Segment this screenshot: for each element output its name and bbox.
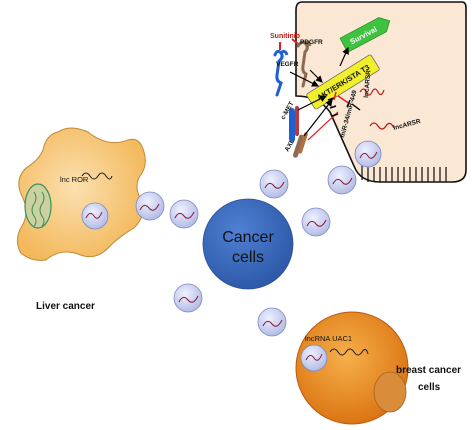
- mirna-inhibit-akt: [333, 91, 351, 105]
- exosome-vesicle: [259, 169, 289, 199]
- vegfr-to-akt-arrow: [289, 71, 320, 87]
- sunitinib-label: Sunitinib: [270, 33, 300, 40]
- liver-cancer-cell: [16, 127, 146, 261]
- cancer-cells-label-line2: cells: [232, 249, 264, 266]
- membrane-fringe: [361, 164, 447, 182]
- axl-to-akt-arrow: [303, 99, 333, 137]
- exosome-vesicle: [169, 199, 199, 229]
- exosome-vesicle: [135, 191, 165, 221]
- breast-lnc-squiggle: [329, 348, 369, 356]
- cmet-to-akt-arrow: [297, 95, 328, 111]
- exosome-vesicle: [354, 140, 382, 168]
- breast-lnc-label: lncRNA UAC1: [305, 334, 352, 343]
- exosome-vesicle: [257, 307, 287, 337]
- lncarsr-red-arrow: [307, 111, 339, 141]
- breast-cancer-label-line1: breast cancer: [396, 365, 461, 376]
- cmet-receptor-icon: [289, 106, 299, 142]
- vegfr-label: VEGFR: [276, 61, 299, 68]
- axl-receptor-icon: [293, 132, 308, 158]
- pdgfr-to-akt-arrow: [309, 69, 323, 83]
- pdgfr-label: PDGFR: [300, 39, 323, 46]
- akt-to-survival-arrow: [339, 46, 349, 67]
- liver-lncror-squiggle: [81, 172, 113, 180]
- mirna-inhibit-marks: [327, 97, 339, 117]
- lncarsr-inner-squiggle: [359, 88, 385, 96]
- lncarsr-inhibit-mirna: [346, 99, 361, 111]
- liver-lncror-label: lnc ROR: [60, 175, 89, 184]
- central-cancer-cell: [202, 198, 294, 290]
- target-cell: [295, 1, 467, 183]
- liver-inner-vesicle: [81, 202, 109, 230]
- lncarsr-outer-squiggle: [369, 122, 395, 130]
- breast-cancer-cell: [295, 311, 409, 425]
- breast-cancer-label-line2: cells: [418, 382, 441, 393]
- liver-cancer-label: Liver cancer: [36, 301, 95, 312]
- pdgfr-receptor-icon: [296, 40, 312, 88]
- breast-nucleus: [373, 371, 407, 413]
- exosome-vesicle: [173, 283, 203, 313]
- exosome-vesicle: [327, 165, 357, 195]
- sunitinib-inhibit-right: [291, 38, 299, 45]
- lncarsr-inner-label: lncARSR: [363, 70, 372, 99]
- exosome-vesicle: [301, 207, 331, 237]
- cancer-cells-label-line1: Cancer: [222, 229, 274, 246]
- vegfr-receptor-icon: [273, 49, 289, 97]
- liver-organelle: [24, 183, 52, 229]
